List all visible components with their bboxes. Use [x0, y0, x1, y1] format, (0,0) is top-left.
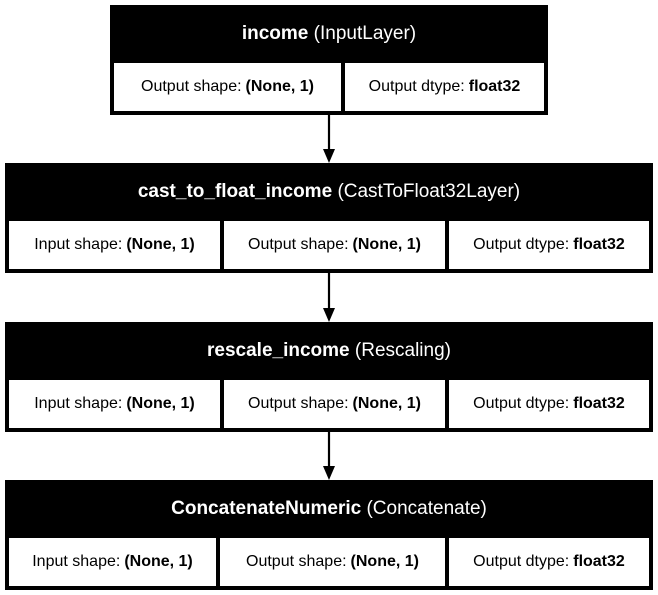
- field-value: float32: [573, 395, 625, 412]
- layer-type: (Rescaling): [354, 340, 451, 361]
- input-shape-cell: Input shape: (None, 1): [9, 538, 216, 586]
- output-dtype-cell: Output dtype: float32: [449, 538, 649, 586]
- layer-node-income: income (InputLayer) Output shape: (None,…: [110, 5, 548, 115]
- output-dtype-cell: Output dtype: float32: [345, 63, 544, 111]
- field-label: Output dtype:: [473, 395, 570, 412]
- layer-name: income: [241, 23, 309, 44]
- output-shape-cell: Output shape: (None, 1): [224, 221, 445, 269]
- field-label: Output dtype:: [473, 553, 570, 570]
- layer-name: cast_to_float_income: [137, 181, 333, 202]
- edge-arrow: [323, 273, 335, 322]
- output-dtype-cell: Output dtype: float32: [449, 221, 649, 269]
- field-label: Output shape:: [246, 553, 347, 570]
- layer-title: ConcatenateNumeric (Concatenate): [5, 498, 653, 520]
- output-dtype-cell: Output dtype: float32: [449, 380, 649, 428]
- layer-title: cast_to_float_income (CastToFloat32Layer…: [5, 181, 653, 203]
- field-label: Output shape:: [248, 395, 349, 412]
- output-shape-cell: Output shape: (None, 1): [224, 380, 445, 428]
- field-label: Input shape:: [34, 236, 123, 253]
- output-shape-cell: Output shape: (None, 1): [114, 63, 341, 111]
- field-value: (None, 1): [245, 78, 314, 95]
- input-shape-cell: Input shape: (None, 1): [9, 221, 220, 269]
- layer-title: income (InputLayer): [110, 23, 548, 45]
- layer-node-concatenate-numeric: ConcatenateNumeric (Concatenate) Input s…: [5, 480, 653, 590]
- field-value: (None, 1): [124, 553, 193, 570]
- layer-node-rescale-income: rescale_income (Rescaling) Input shape: …: [5, 322, 653, 432]
- layer-type: (Concatenate): [366, 498, 487, 519]
- field-value: (None, 1): [352, 236, 421, 253]
- edge-arrow: [323, 432, 335, 480]
- field-value: float32: [573, 553, 625, 570]
- field-label: Output dtype:: [368, 78, 465, 95]
- field-value: float32: [468, 78, 521, 95]
- field-label: Output shape:: [141, 78, 242, 95]
- field-value: (None, 1): [350, 553, 419, 570]
- layer-node-cast-to-float-income: cast_to_float_income (CastToFloat32Layer…: [5, 163, 653, 273]
- field-label: Output shape:: [248, 236, 349, 253]
- field-label: Output dtype:: [473, 236, 570, 253]
- layer-name: rescale_income: [207, 340, 350, 361]
- field-value: (None, 1): [352, 395, 421, 412]
- field-value: float32: [573, 236, 625, 253]
- layer-title: rescale_income (Rescaling): [5, 340, 653, 362]
- layer-type: (CastToFloat32Layer): [337, 181, 521, 202]
- field-value: (None, 1): [126, 395, 195, 412]
- field-label: Input shape:: [32, 553, 121, 570]
- layer-type: (InputLayer): [313, 23, 417, 44]
- input-shape-cell: Input shape: (None, 1): [9, 380, 220, 428]
- field-value: (None, 1): [126, 236, 195, 253]
- field-label: Input shape:: [34, 395, 123, 412]
- output-shape-cell: Output shape: (None, 1): [220, 538, 445, 586]
- layer-name: ConcatenateNumeric: [171, 498, 362, 519]
- edge-arrow: [323, 115, 335, 163]
